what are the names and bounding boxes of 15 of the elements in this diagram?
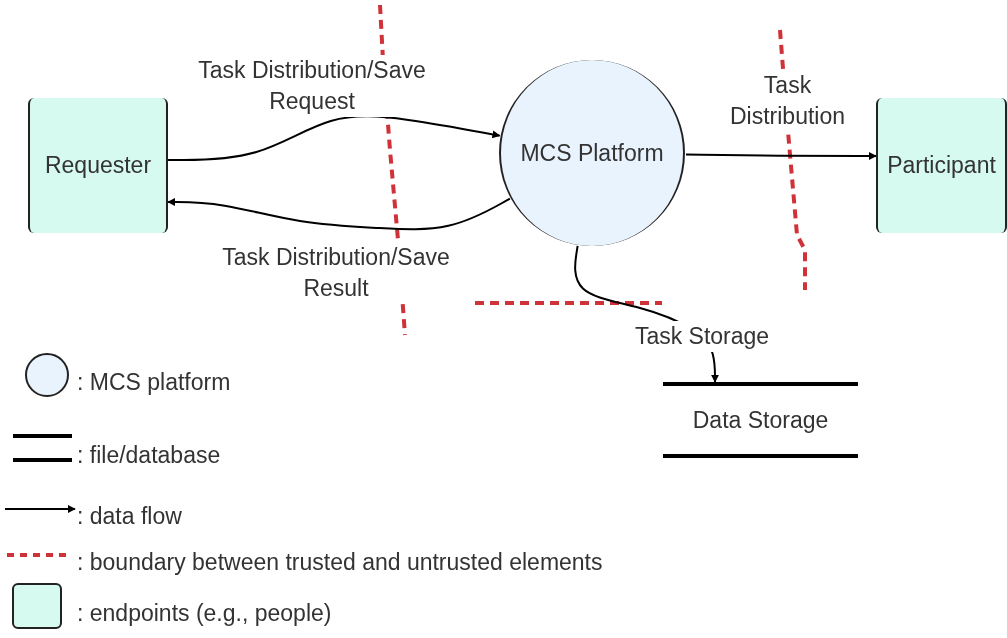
- data-flow-arrow: [167, 115, 501, 161]
- legend-text: : data flow: [77, 502, 182, 530]
- node-label: Participant: [887, 152, 996, 179]
- node-label: Requester: [44, 152, 152, 179]
- node-label: MCS Platform: [520, 139, 664, 167]
- legend-text: : MCS platform: [77, 368, 231, 396]
- data-flow-arrow: [167, 197, 511, 231]
- endpoint-box: [28, 98, 168, 233]
- data-flow-arrow: [685, 152, 877, 160]
- legend-text: : endpoints (e.g., people): [77, 599, 332, 627]
- legend-text: : boundary between trusted and untrusted elements: [77, 548, 603, 576]
- data-store: [663, 382, 858, 458]
- node-label: Data Storage: [692, 406, 829, 434]
- legend-text: : file/database: [77, 441, 221, 469]
- endpoint-box: [876, 98, 1007, 233]
